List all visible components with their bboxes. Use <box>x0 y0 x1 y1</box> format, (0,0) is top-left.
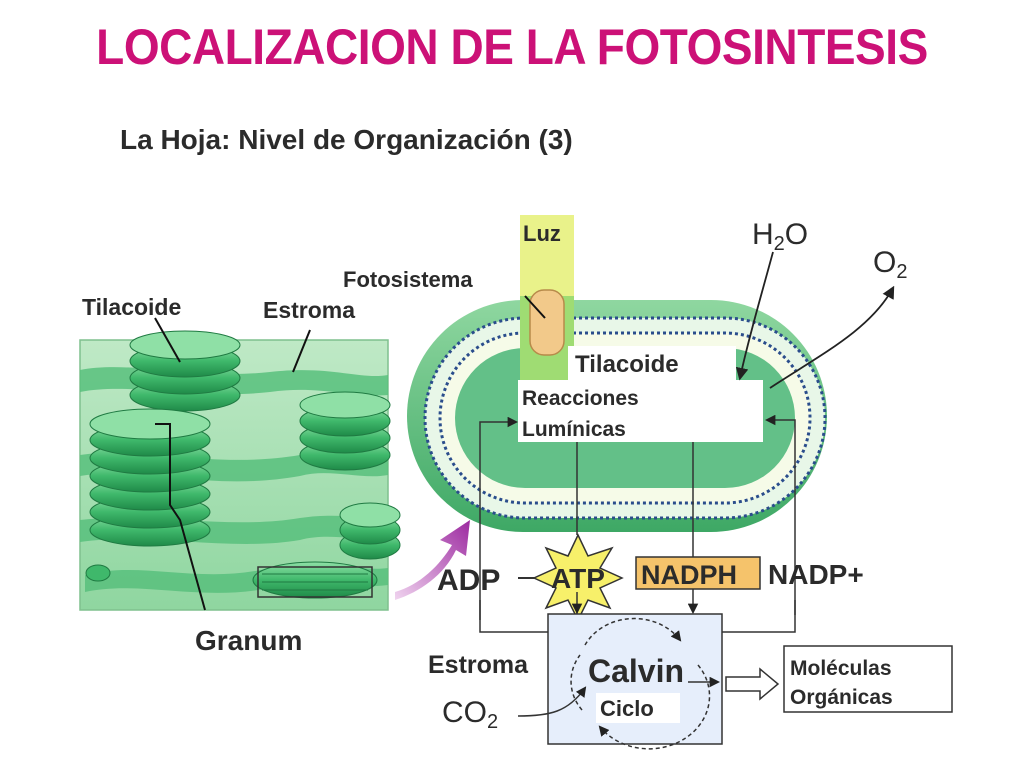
slide-title: LOCALIZACION DE LA FOTOSINTESIS <box>96 19 928 75</box>
organic-molecules-box <box>783 645 953 713</box>
co2-arrow <box>517 686 587 717</box>
label-tilacoide-right: Tilacoide <box>575 351 679 378</box>
o2-arrow <box>769 285 895 389</box>
reacciones-label-box <box>518 380 763 442</box>
nadph-box <box>635 556 761 590</box>
label-estroma-left: Estroma <box>263 297 355 323</box>
label-h2o: H2O <box>752 218 808 255</box>
label-luz: Luz <box>523 221 561 246</box>
label-ciclo: Ciclo <box>600 696 654 721</box>
label-fotosistema: Fotosistema <box>343 267 473 292</box>
label-calvin: Calvin <box>588 653 684 689</box>
granum-illustration <box>79 317 401 611</box>
tilacoide-label-box <box>568 346 736 382</box>
h2o-arrow <box>735 251 774 381</box>
label-nadph: NADPH <box>641 560 737 590</box>
zoom-arrow <box>395 520 470 600</box>
tilacoide-pointer <box>154 317 181 363</box>
label-reacciones: Reacciones <box>522 387 639 410</box>
estroma-pointer <box>292 329 311 373</box>
label-moleculas: Moléculas <box>790 657 892 680</box>
label-adp: ADP <box>437 564 500 597</box>
label-luminicas: Lumínicas <box>522 418 626 441</box>
output-arrow <box>725 667 780 701</box>
label-nadp: NADP+ <box>768 559 864 590</box>
label-granum: Granum <box>195 625 302 656</box>
slide-subtitle: La Hoja: Nivel de Organización (3) <box>120 124 573 155</box>
label-organicas: Orgánicas <box>790 686 893 709</box>
label-co2: CO2 <box>442 696 498 733</box>
label-estroma-right: Estroma <box>428 651 529 679</box>
label-o2: O2 <box>873 246 907 283</box>
label-atp: ATP <box>551 563 605 594</box>
label-tilacoide-left: Tilacoide <box>82 294 181 320</box>
photosystem <box>529 289 565 356</box>
